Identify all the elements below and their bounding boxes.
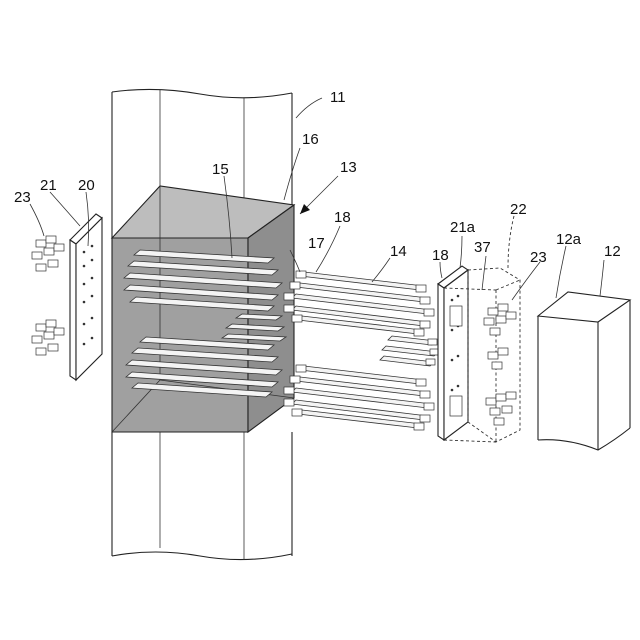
reference-labels: 11 16 13 15 17 18 14 18 21a 22 37 23 12a… [14,89,621,266]
connector-set-middle [380,336,439,366]
label-13: 13 [340,159,357,176]
connector-set-lower [284,365,434,430]
bolt-row [486,392,516,425]
end-plate-right [438,266,468,440]
label-20: 20 [78,177,95,194]
label-18-right: 18 [432,247,449,264]
label-16: 16 [302,131,319,148]
label-18-left: 18 [334,209,351,226]
label-12: 12 [604,243,621,260]
label-22: 22 [510,201,527,218]
label-23-left: 23 [14,189,31,206]
label-14: 14 [390,243,407,260]
label-15: 15 [212,161,229,178]
label-11: 11 [330,89,346,106]
bolt-cluster-left [32,236,64,355]
label-17: 17 [308,235,325,252]
label-12a: 12a [556,231,582,248]
label-37: 37 [474,239,491,256]
bolt-cluster-right [484,304,516,425]
connector-set-upper [284,271,434,336]
label-21: 21 [40,177,57,194]
end-plate-left [70,214,102,380]
bolt-row [484,304,516,335]
label-21a: 21a [450,219,476,236]
connector-bars [284,271,439,430]
bolt-row [488,348,508,369]
label-23-right: 23 [530,249,547,266]
beam [538,292,630,450]
